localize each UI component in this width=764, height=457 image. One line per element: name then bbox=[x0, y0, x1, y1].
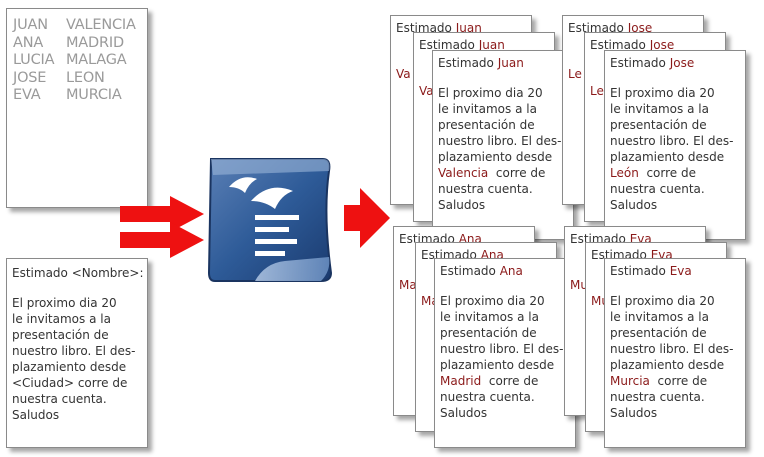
data-input-arrow bbox=[120, 196, 204, 232]
openoffice-writer-icon bbox=[207, 158, 333, 282]
template-letter: Estimado <Nombre>:El proximo dia 20 le i… bbox=[6, 258, 148, 448]
output-arrow bbox=[344, 188, 390, 248]
template-input-arrow bbox=[120, 222, 204, 258]
